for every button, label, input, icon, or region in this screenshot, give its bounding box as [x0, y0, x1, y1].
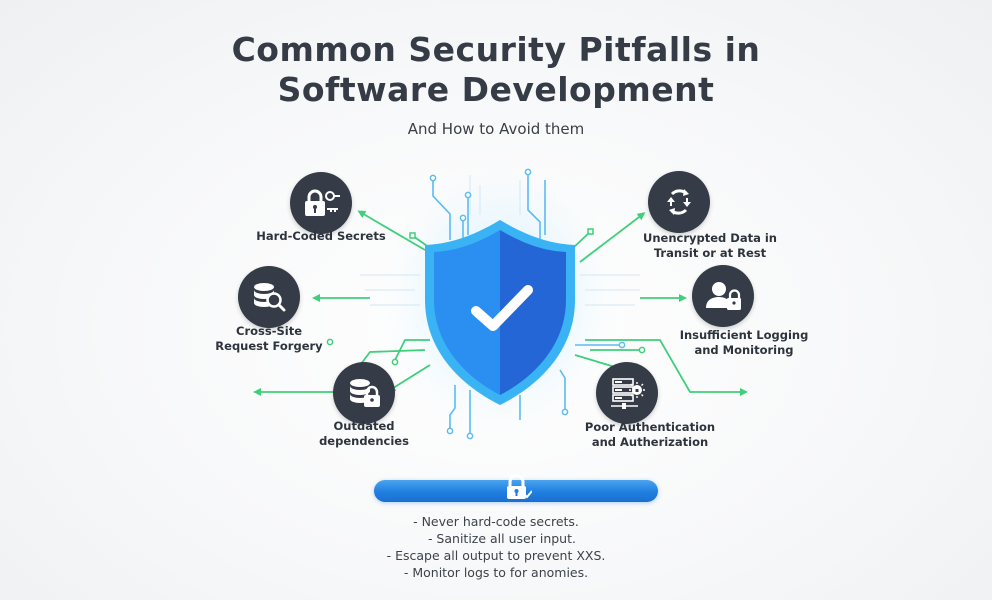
shield-check-icon	[425, 220, 575, 405]
lock-key-icon	[305, 189, 340, 216]
pitfall-node-cross-site-request-forgery	[238, 266, 300, 328]
pitfall-node-insufficient-logging	[692, 265, 754, 327]
pitfall-label-unencrypted-data: Unencrypted Data in Transit or at Rest	[643, 231, 777, 260]
pitfall-node-unencrypted-data	[648, 171, 710, 233]
tip-item: - Sanitize all user input.	[416, 531, 576, 546]
pitfall-label-outdated-dependencies: Outdated dependencies	[319, 419, 409, 448]
server-lock-icon	[611, 378, 645, 409]
tip-item: - Escape all output to prevent XXS.	[386, 548, 606, 563]
pitfall-node-outdated-dependencies	[333, 362, 395, 424]
database-search-icon	[254, 283, 286, 312]
title-line-2: Software Development	[277, 70, 715, 109]
tips-list: - Never hard-code secrets. - Sanitize al…	[0, 513, 992, 581]
tip-item: - Never hard-code secrets.	[413, 514, 579, 529]
database-lock-icon	[350, 379, 380, 407]
pitfall-label-cross-site-request-forgery: Cross-Site Request Forgery	[215, 324, 323, 353]
sync-arrows-icon	[667, 189, 691, 215]
pitfall-label-hard-coded-secrets: Hard-Coded Secrets	[256, 229, 386, 243]
lock-check-icon	[507, 474, 532, 499]
pitfall-label-poor-authentication: Poor Authentication and Autherization	[584, 420, 716, 449]
best-practices-banner	[374, 474, 658, 502]
tip-item: - Monitor logs to for anomies.	[403, 565, 589, 580]
title-line-1: Common Security Pitfalls in	[231, 30, 761, 69]
pitfall-label-insufficient-logging: Insufficient Logging and Monitoring	[679, 328, 809, 357]
subtitle: And How to Avoid them	[407, 120, 585, 138]
pitfall-node-poor-authentication	[596, 362, 658, 424]
user-lock-icon	[706, 282, 741, 310]
pitfall-node-hard-coded-secrets	[290, 172, 352, 234]
page-title: Common Security Pitfalls in Software Dev…	[0, 30, 992, 110]
